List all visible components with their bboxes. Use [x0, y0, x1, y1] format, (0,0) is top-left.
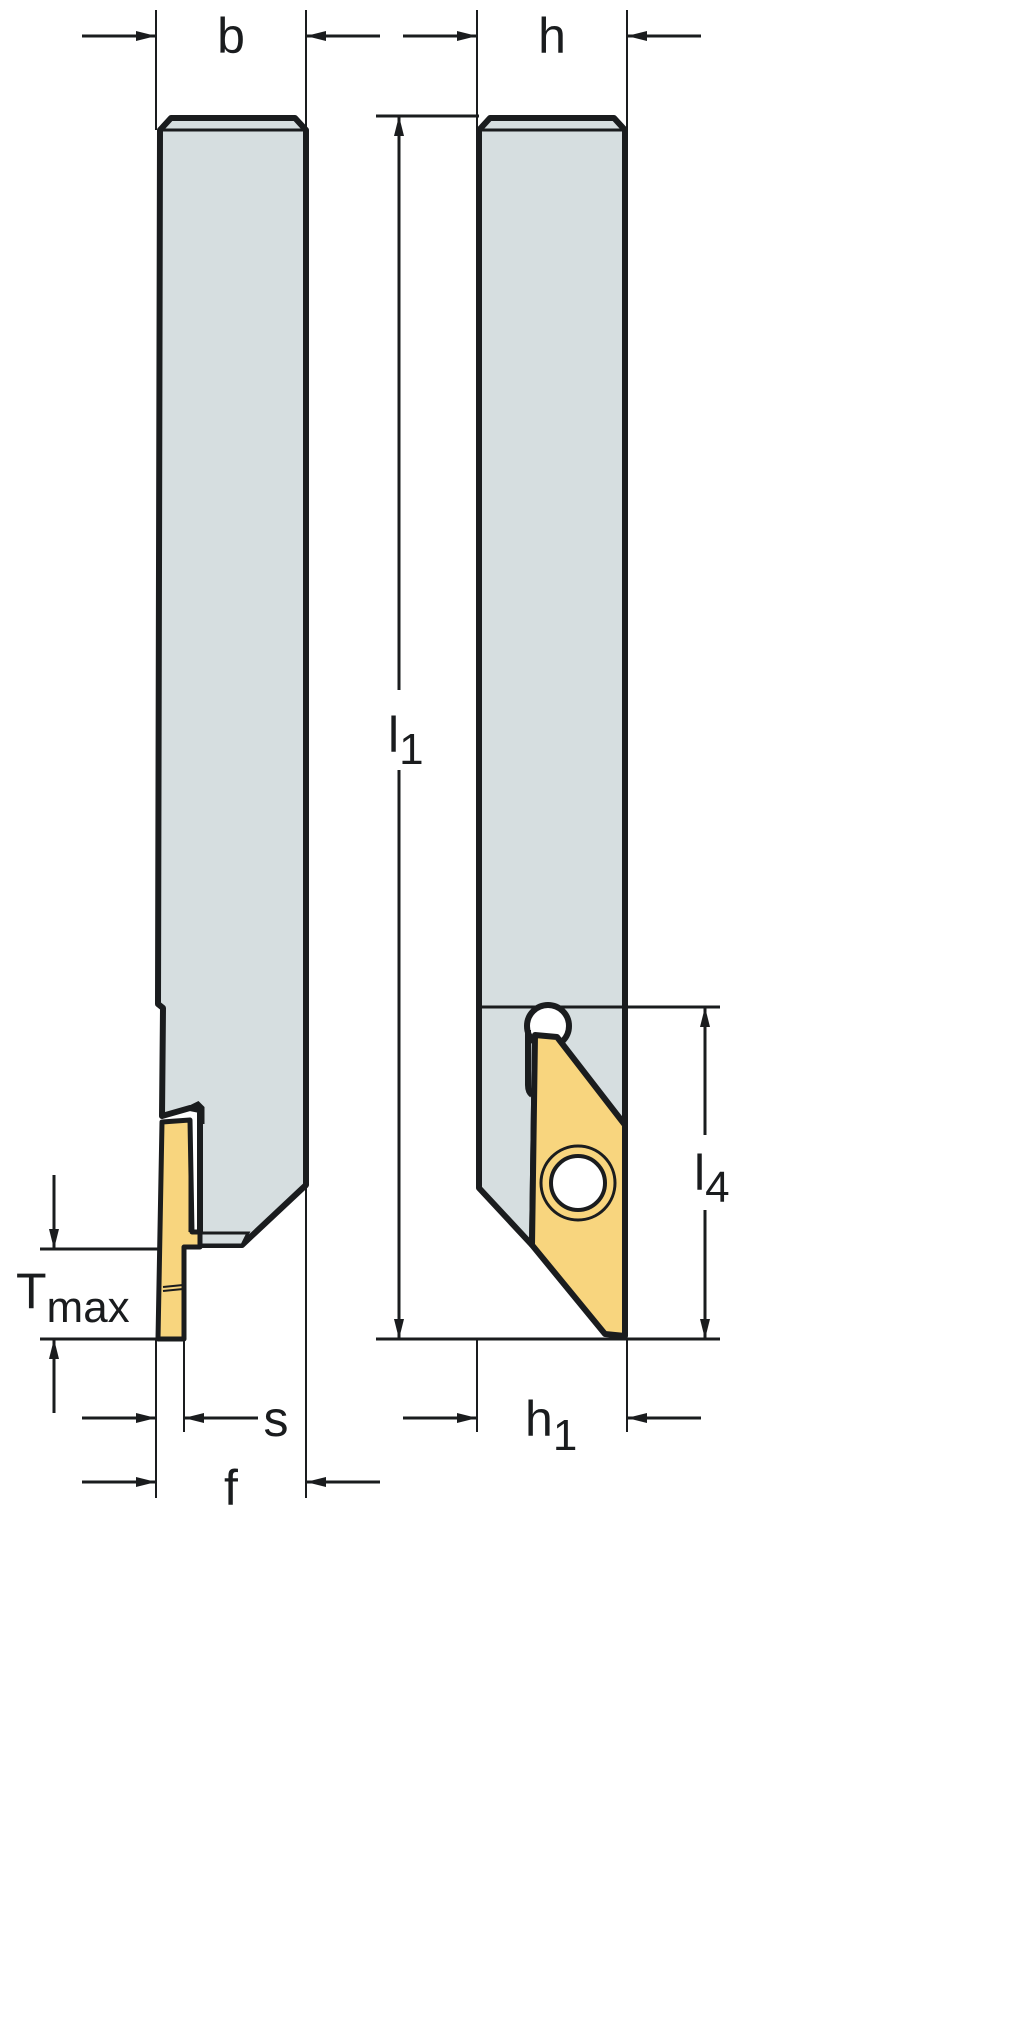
- label-tmax-sub: max: [47, 1283, 130, 1332]
- label-h: h: [538, 8, 566, 64]
- label-f: f: [224, 1460, 238, 1516]
- label-l4-sub: 4: [705, 1163, 729, 1212]
- dimension-h1: h1: [403, 1339, 701, 1460]
- svg-text:Tmax: Tmax: [16, 1263, 130, 1332]
- label-l1-sub: 1: [399, 725, 423, 774]
- dimension-l4: l4: [694, 1007, 730, 1339]
- svg-text:l1: l1: [388, 707, 424, 774]
- dimension-tmax: Tmax: [16, 1175, 158, 1413]
- dimension-b: b: [82, 8, 380, 130]
- dimension-l1: l1: [376, 114, 720, 1341]
- label-s: s: [264, 1391, 289, 1447]
- dimension-s: s: [82, 1339, 289, 1498]
- label-tmax: T: [16, 1263, 47, 1319]
- side-view: [476, 115, 720, 1339]
- front-view: [155, 115, 309, 1342]
- dimension-f: f: [82, 1185, 380, 1516]
- svg-text:l4: l4: [694, 1145, 730, 1212]
- label-b: b: [217, 8, 245, 64]
- screw-hole-ring: [539, 1144, 617, 1222]
- screw-hole: [549, 1154, 607, 1212]
- svg-text:h1: h1: [525, 1391, 577, 1460]
- label-l4: l: [694, 1145, 705, 1201]
- label-h1: h: [525, 1391, 553, 1447]
- label-l1: l: [388, 707, 399, 763]
- holder-body-front: [155, 115, 309, 1248]
- label-h1-sub: 1: [553, 1411, 577, 1460]
- insert-blade-front: [155, 1117, 203, 1342]
- dimension-h: h: [403, 8, 701, 130]
